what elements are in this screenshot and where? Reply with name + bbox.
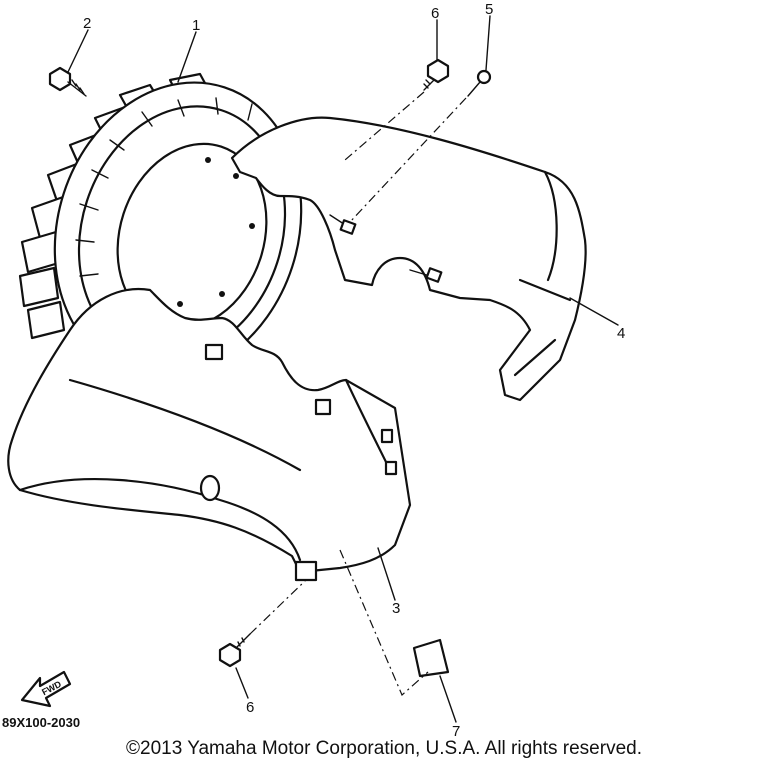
forward-arrow-icon: FWD xyxy=(20,670,72,708)
callout-2: 2 xyxy=(83,15,91,32)
leader-lines xyxy=(67,15,619,723)
plate-part-7 xyxy=(412,638,450,678)
callouts: 1 2 6 5 4 3 6 7 xyxy=(83,1,625,740)
diagram-part-code: 89X100-2030 xyxy=(2,715,80,730)
bolt-part-6-bottom xyxy=(218,633,251,668)
callout-4: 4 xyxy=(617,325,625,342)
hub-holes xyxy=(177,157,255,307)
bolt-part-2 xyxy=(48,66,87,97)
bolt-part-6-top xyxy=(423,58,450,91)
callout-1: 1 xyxy=(192,17,200,34)
callout-3: 3 xyxy=(392,600,400,617)
upper-air-shroud-part xyxy=(230,116,587,402)
callout-6-bottom: 6 xyxy=(246,699,254,716)
copyright-notice: ©2013 Yamaha Motor Corporation, U.S.A. A… xyxy=(126,738,642,759)
lower-air-shroud-part xyxy=(7,288,412,582)
callout-5: 5 xyxy=(485,1,493,18)
screw-part-5 xyxy=(467,69,492,97)
callout-7: 7 xyxy=(452,723,460,740)
callout-6-top: 6 xyxy=(431,5,439,22)
